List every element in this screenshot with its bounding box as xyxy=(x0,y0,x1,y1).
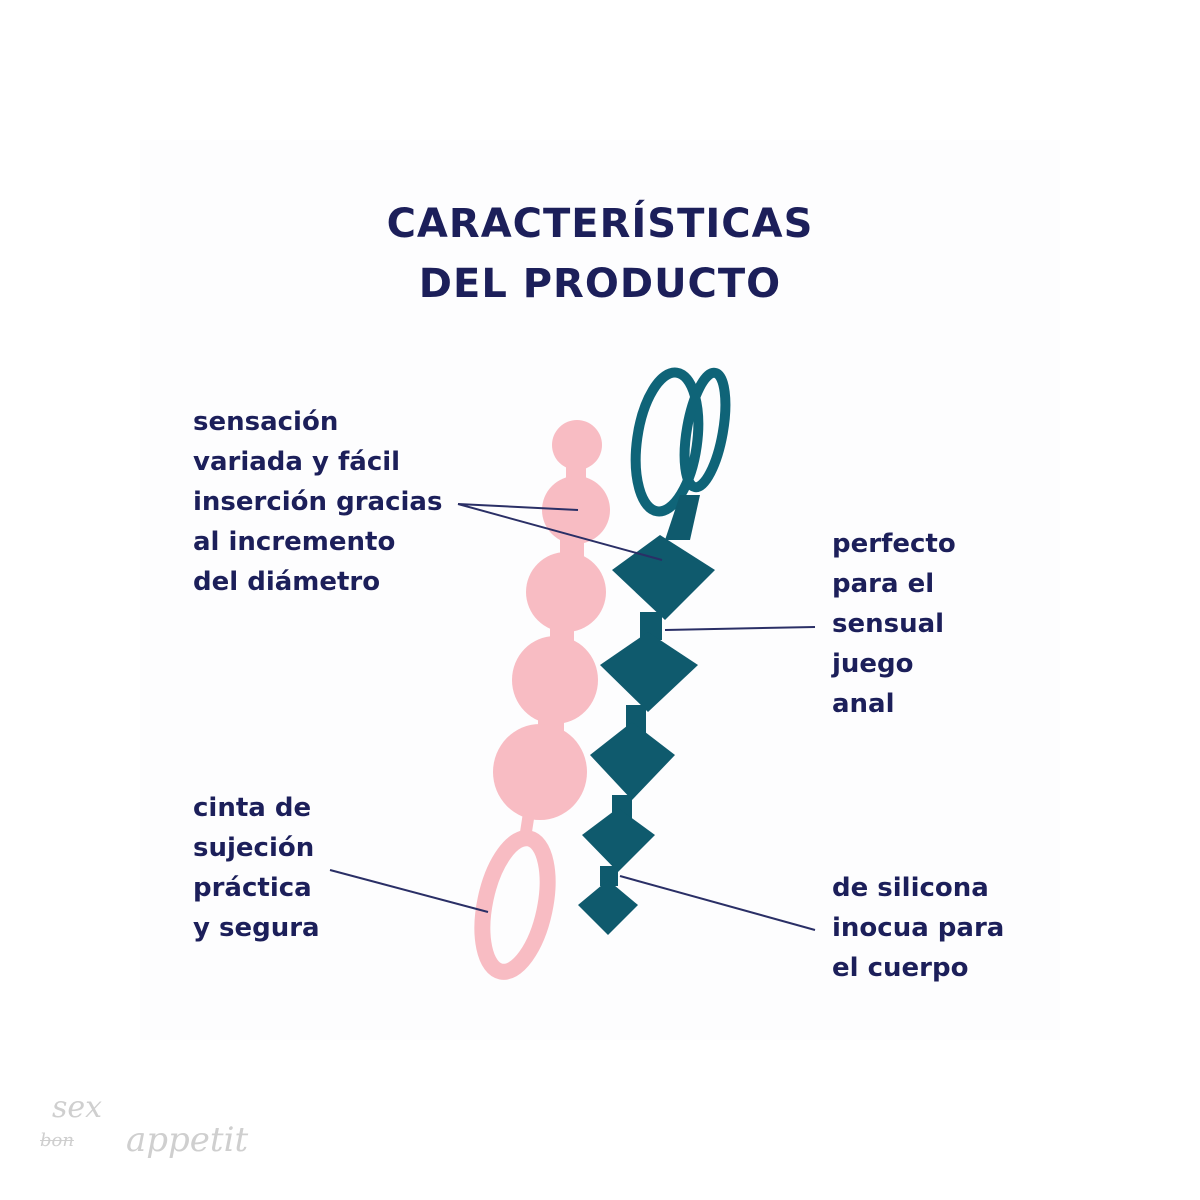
page-title-line1: CARACTERÍSTICAS xyxy=(386,201,814,247)
watermark-word3: appetit xyxy=(126,1120,249,1160)
watermark-logo: sex bon appetit xyxy=(30,1090,290,1190)
feature-label-retrieval-loop: cinta de sujeción práctica y segura xyxy=(193,793,320,943)
watermark-word2: bon xyxy=(40,1130,74,1151)
feature-label-silicone: de silicona inocua para el cuerpo xyxy=(832,873,1005,983)
feature-label-anal-play: perfecto para el sensual juego anal xyxy=(832,529,956,719)
callout-lines xyxy=(329,503,816,931)
feature-label-varied-sensation: sensación variada y fácil inserción grac… xyxy=(193,407,443,597)
pink-anal-beads xyxy=(474,420,610,980)
page-title-line2: DEL PRODUCTO xyxy=(418,261,782,307)
watermark-word1: sex xyxy=(52,1090,103,1125)
teal-anal-beads xyxy=(578,367,731,935)
